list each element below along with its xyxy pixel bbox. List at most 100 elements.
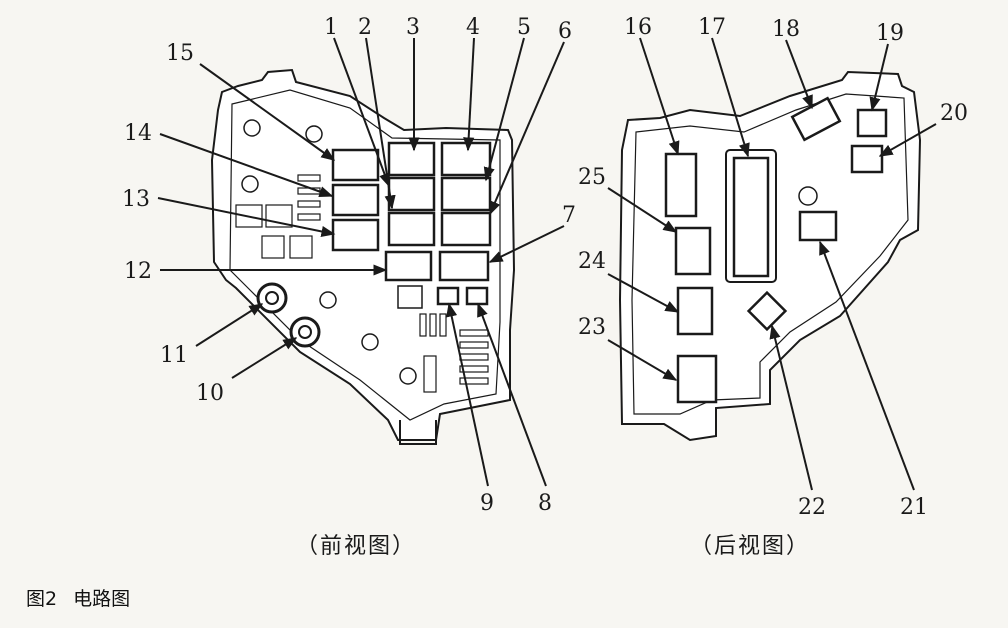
rear-number-labels: 16 17 18 19 20 21 22 23 24 25 [578,15,968,520]
leader-14 [159,133,334,197]
label-14: 14 [124,121,152,146]
front-bolt-e [361,333,379,351]
label-11: 11 [160,343,188,368]
front-bar [423,355,437,393]
label-23: 23 [578,315,606,340]
leader-9 [446,302,489,487]
rear-view-caption: （后视图） [690,534,811,559]
label-15: 15 [166,41,194,66]
front-mini-fuse-k [459,365,489,373]
relay-7 [438,250,490,282]
rear-block-23 [676,354,718,404]
label-18: 18 [772,17,800,42]
label-9: 9 [480,491,494,516]
leader-24 [607,273,680,313]
rear-block-21 [798,210,838,242]
front-square-block [397,285,423,309]
leader-20 [878,123,937,157]
front-mini-fuse-a [297,174,321,182]
label-7: 7 [562,203,576,228]
rear-block-17-outer [725,149,777,283]
terminal-11-core [265,291,279,305]
relay-5-slot [440,176,492,212]
rear-housing-inner [631,93,909,415]
leader-10 [231,337,298,379]
front-bottom-tab [399,420,437,445]
front-slot-b [265,204,293,228]
front-bolt-b [241,175,259,193]
figure-number: 图2 [26,588,58,610]
front-mini-fuse-f [429,313,437,337]
label-10: 10 [196,381,224,406]
leader-15 [199,63,336,161]
relay-4-slot [440,141,492,177]
label-5: 5 [517,15,531,40]
leader-6 [489,41,565,216]
rear-block-17 [732,156,770,278]
relay-13 [331,218,380,252]
rear-block-20 [850,144,884,174]
leader-25 [607,187,678,233]
front-callouts [157,37,565,487]
leader-8 [477,302,547,487]
label-4: 4 [466,15,480,40]
leader-17 [711,37,750,158]
label-2: 2 [358,15,372,40]
leader-4 [463,37,475,152]
label-17: 17 [698,15,726,40]
front-mini-fuse-l [459,377,489,385]
front-housing-outline [210,68,516,441]
leader-21 [819,240,915,491]
front-mini-fuse-i [459,341,489,349]
fuse-9 [436,286,460,306]
front-number-labels: 1 2 3 4 5 6 7 8 9 10 11 12 13 14 15 [122,15,576,516]
figure-caption: 图2 电路图 [26,584,146,611]
relay-6-slot [440,211,492,247]
fuse-8 [465,286,489,306]
front-view [210,68,516,445]
front-mini-fuse-d [297,213,321,221]
label-1: 1 [324,15,338,40]
rear-block-24 [676,286,714,336]
leader-23 [607,339,678,381]
leader-2 [365,37,396,210]
front-bolt-a [243,119,261,137]
leader-22 [769,324,813,491]
relay-3-slot [387,141,436,177]
label-24: 24 [578,249,606,274]
front-mini-fuse-g [439,313,447,337]
relay-1-slot [387,211,436,247]
relay-14 [331,183,380,217]
front-view-caption: （前视图） [296,534,417,559]
leader-11 [195,303,264,347]
rear-callouts [607,37,937,491]
front-slot-d [289,235,313,259]
label-25: 25 [578,165,606,190]
front-bolt-f [399,367,417,385]
front-mini-fuse-c [297,200,321,208]
leader-19 [869,43,889,112]
rear-view [618,70,922,442]
leader-18 [785,39,813,110]
leader-7 [488,225,565,263]
label-8: 8 [538,491,552,516]
rear-bolt [798,186,818,206]
rear-block-22 [746,290,788,332]
rear-block-16 [664,152,698,218]
front-mini-fuse-e [419,313,427,337]
label-6: 6 [558,19,572,44]
terminal-11 [256,282,288,314]
relay-12 [384,250,433,282]
rear-block-25 [674,226,712,276]
front-bolt-d [319,291,337,309]
label-20: 20 [940,101,968,126]
rear-block-19 [856,108,888,138]
label-13: 13 [122,187,150,212]
label-19: 19 [876,21,904,46]
leader-13 [157,197,336,237]
label-12: 12 [124,259,152,284]
figure-title: 电路图 [73,588,131,610]
label-16: 16 [624,15,652,40]
terminal-10-core [298,325,312,339]
